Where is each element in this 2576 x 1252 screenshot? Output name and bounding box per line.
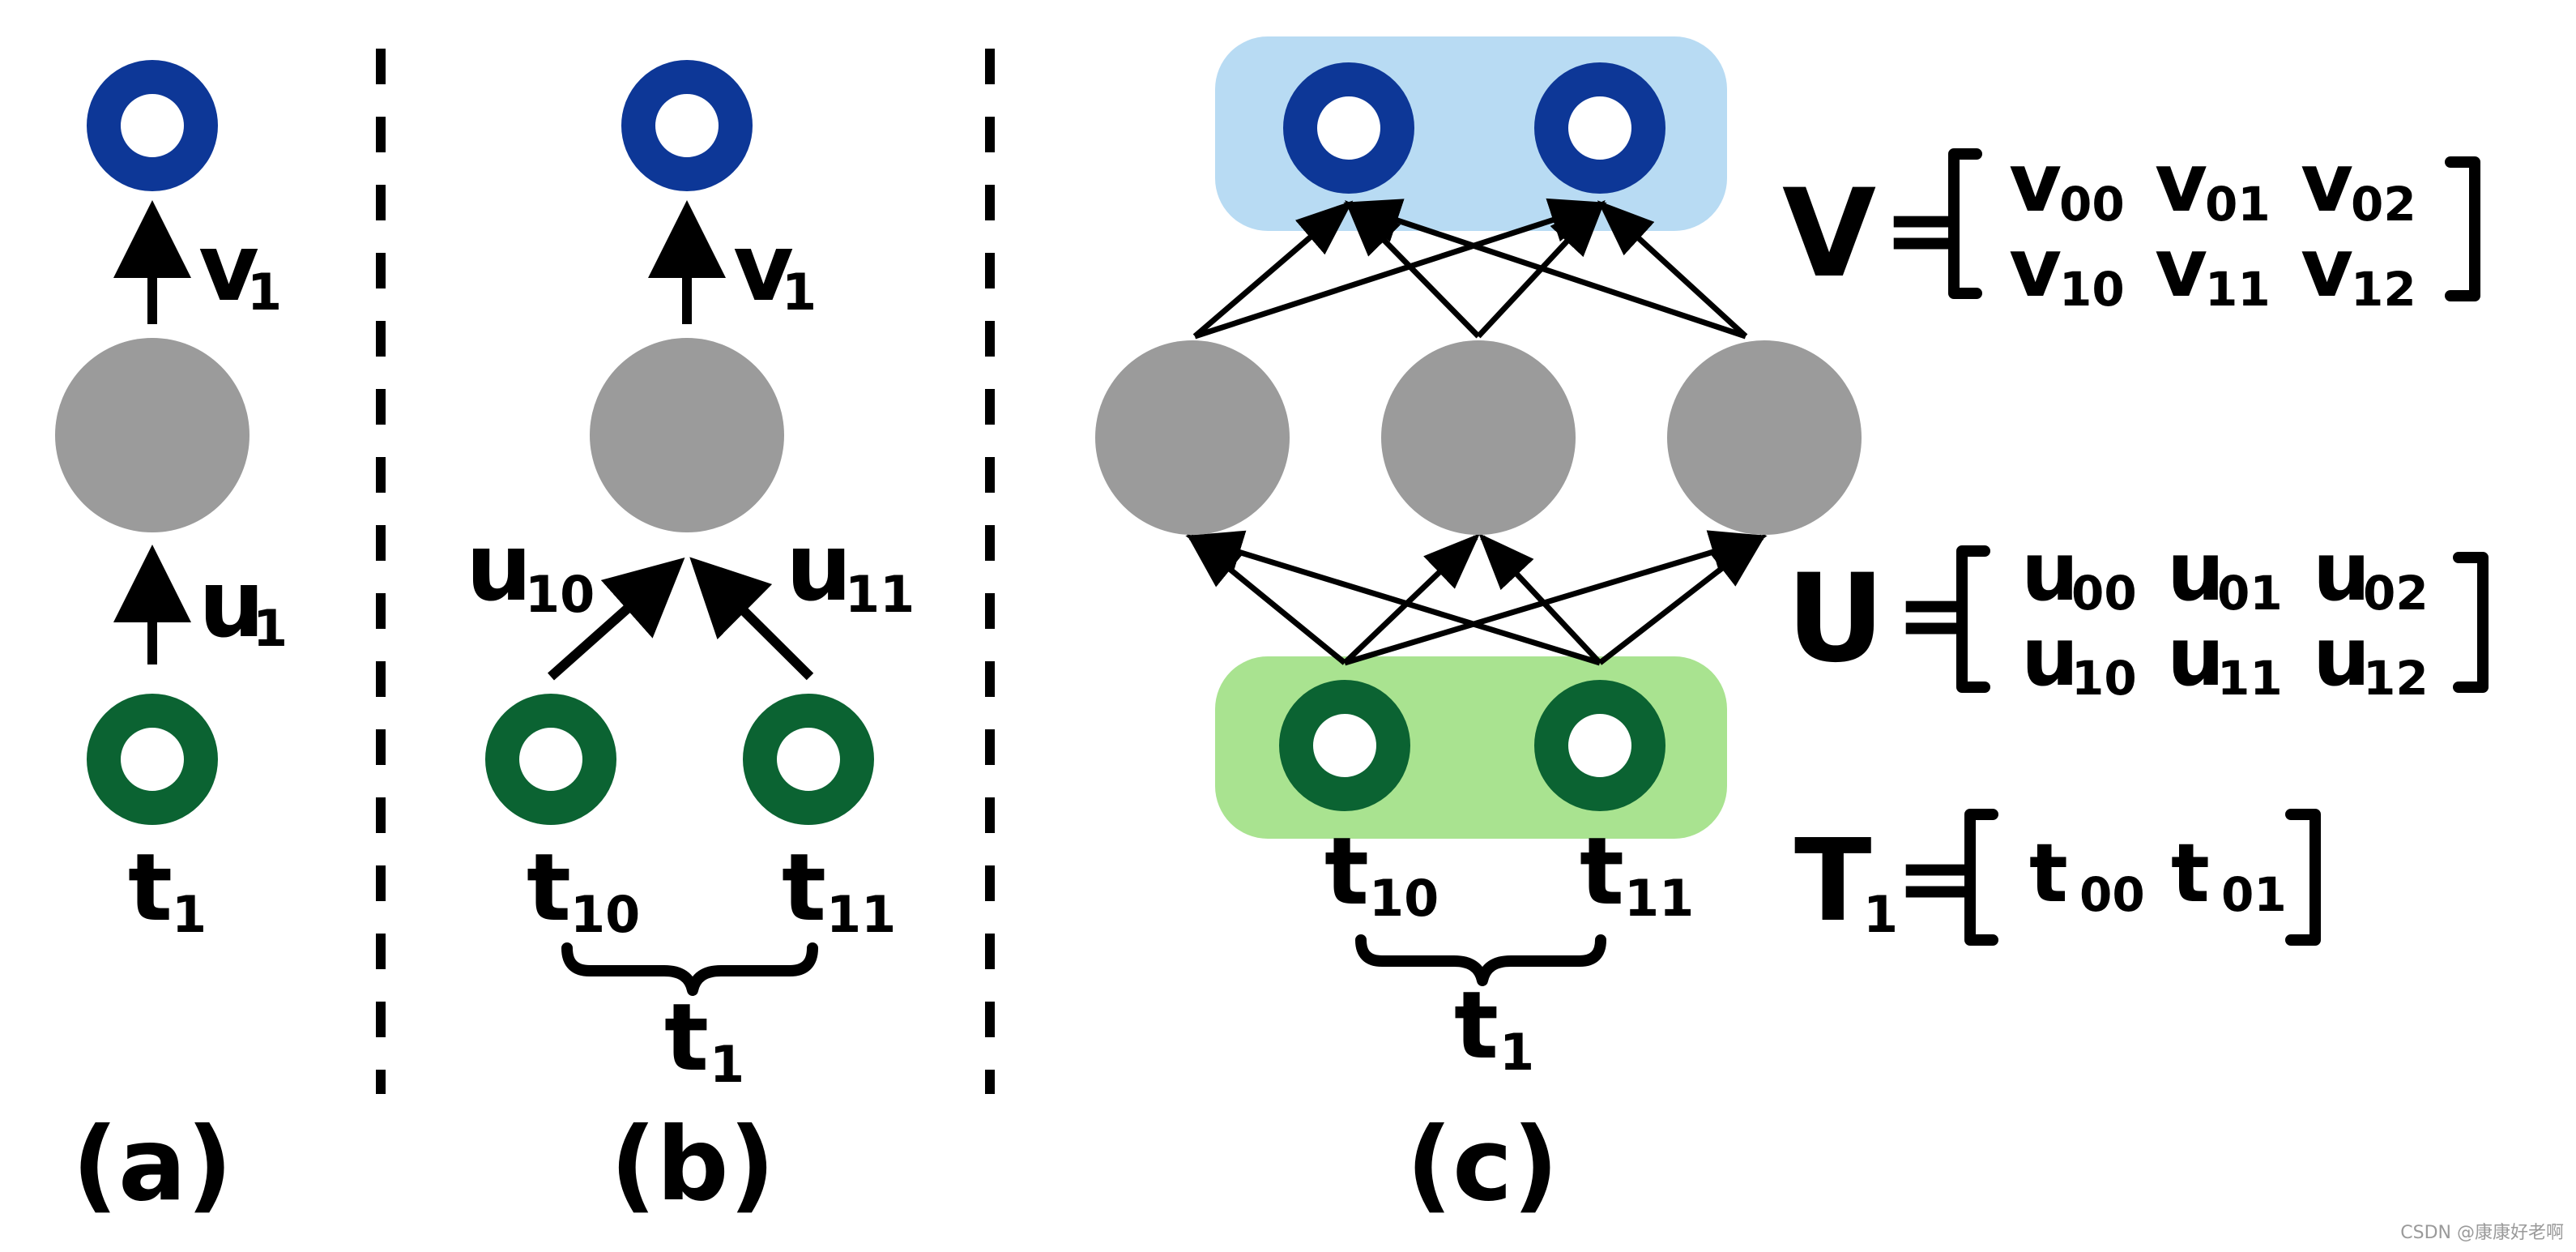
t1-subscript: 1 [1499,1023,1534,1082]
u-matrix-cell-subscript-0-1: 01 [2217,566,2283,621]
t10-label: t [1324,818,1369,926]
u-matrix-lhs: U [1786,549,1885,690]
input-node-t10 [1279,680,1410,811]
output-node [87,60,218,191]
panel-b: v 1 u 10 u 11 t 10 t 11 t 1 (b) [466,60,915,1224]
t11-subscript: 11 [1624,869,1694,928]
v-label: v [733,214,794,323]
v-matrix-cell-subscript-0-0: 00 [2059,177,2125,232]
panel-c-caption: (c) [1406,1106,1559,1224]
v-matrix-left-bracket [1948,148,1982,299]
u-matrix-cell-subscript-1-1: 11 [2217,651,2283,706]
t11-label: t [1580,818,1624,926]
v-matrix-cell-1-2: v [2301,220,2353,315]
t10-subscript: 10 [570,885,640,944]
u-matrix-cell-1-0: u [2021,609,2079,704]
hidden-node [55,338,249,532]
output-node-1 [1283,62,1414,194]
u-matrix-cell-subscript-1-2: 12 [2363,651,2429,706]
arrow-u11 [689,557,814,681]
t1-label: t [664,984,709,1092]
u-matrix-cell-subscript-0-2: 02 [2363,566,2429,621]
input-node-t11 [743,694,874,825]
input-to-hidden-arrows [1185,530,1768,666]
v-matrix-cell-1-0: v [2009,220,2062,315]
v-subscript: 1 [782,263,817,322]
arrow-u10 [548,558,685,681]
t10-label: t [527,834,571,942]
u11-label: u [786,514,852,622]
input-node-t11 [1534,680,1665,811]
t-label: t [128,834,173,942]
hidden-node-1 [1095,340,1290,535]
u-matrix-cell-subscript-1-0: 10 [2071,651,2137,706]
hidden-to-output-arrows [1192,198,1748,340]
t-matrix-eq: = [1896,823,1977,935]
u-label: u [198,550,265,659]
u-matrix-cell-0-0: u [2021,524,2079,619]
output-node [621,60,753,191]
v-matrix-cell-subscript-1-0: 10 [2059,262,2125,317]
v-label: v [198,214,259,323]
hidden-node [590,338,784,532]
v-subscript: 1 [247,263,282,322]
input-node-t10 [485,694,616,825]
u-matrix-right-bracket [2453,552,2489,693]
t-matrix-cell-subscript-0-1: 01 [2221,867,2287,922]
u-subscript: 1 [253,599,288,658]
v-matrix-cell-0-1: v [2155,135,2207,230]
u-matrix-left-bracket [1956,545,1990,693]
v-matrix-cell-subscript-1-1: 11 [2205,262,2271,317]
panel-b-caption: (b) [610,1106,775,1224]
grouping-brace [561,942,818,996]
t-matrix-cell-0-1: t [2171,826,2210,921]
hidden-node-2 [1381,340,1576,535]
u-matrix-cell-1-2: u [2313,609,2370,704]
u10-label: u [466,514,532,622]
u-matrix-cell-0-1: u [2167,524,2224,619]
v-matrix-right-bracket [2445,156,2480,301]
v-matrix-cell-subscript-0-1: 01 [2205,177,2271,232]
t-matrix-lhs-subscript: 1 [1863,885,1898,944]
u11-subscript: 11 [845,565,915,624]
v-matrix-cell-0-2: v [2301,135,2353,230]
u-matrix-cell-0-2: u [2313,524,2370,619]
panel-a-caption: (a) [72,1106,233,1224]
hidden-node-3 [1667,340,1862,535]
u-matrix-cell-1-1: u [2167,609,2224,704]
t-matrix-cell-subscript-0-0: 00 [2079,867,2145,922]
t-matrix-left-bracket [1964,809,1998,946]
t11-label: t [782,834,826,942]
v-matrix-cell-subscript-1-2: 12 [2351,262,2416,317]
t10-subscript: 10 [1369,869,1439,928]
u10-subscript: 10 [525,565,595,624]
panel-a: v 1 u 1 t 1 (a) [55,60,288,1224]
v-matrix-cell-subscript-0-2: 02 [2351,177,2416,232]
panel-c: t 10 t 11 t 1 (c) [1095,36,1862,1224]
u-matrix-cell-subscript-0-0: 00 [2071,566,2137,621]
output-node-2 [1534,62,1665,194]
grouping-brace [1355,934,1606,986]
t-matrix-cell-0-0: t [2029,826,2068,921]
t1-label: t [1454,972,1499,1080]
t-matrix-lhs: T [1794,815,1872,947]
t-subscript: 1 [172,885,207,944]
t11-subscript: 11 [826,885,896,944]
v-matrix-cell-0-0: v [2009,135,2062,230]
t1-subscript: 1 [710,1035,744,1094]
input-node [87,694,218,825]
v-matrix-lhs: V [1782,164,1876,305]
v-matrix-cell-1-1: v [2155,220,2207,315]
t-matrix-right-bracket [2285,809,2321,946]
watermark: CSDN @康康好老啊 [2400,1223,2564,1243]
